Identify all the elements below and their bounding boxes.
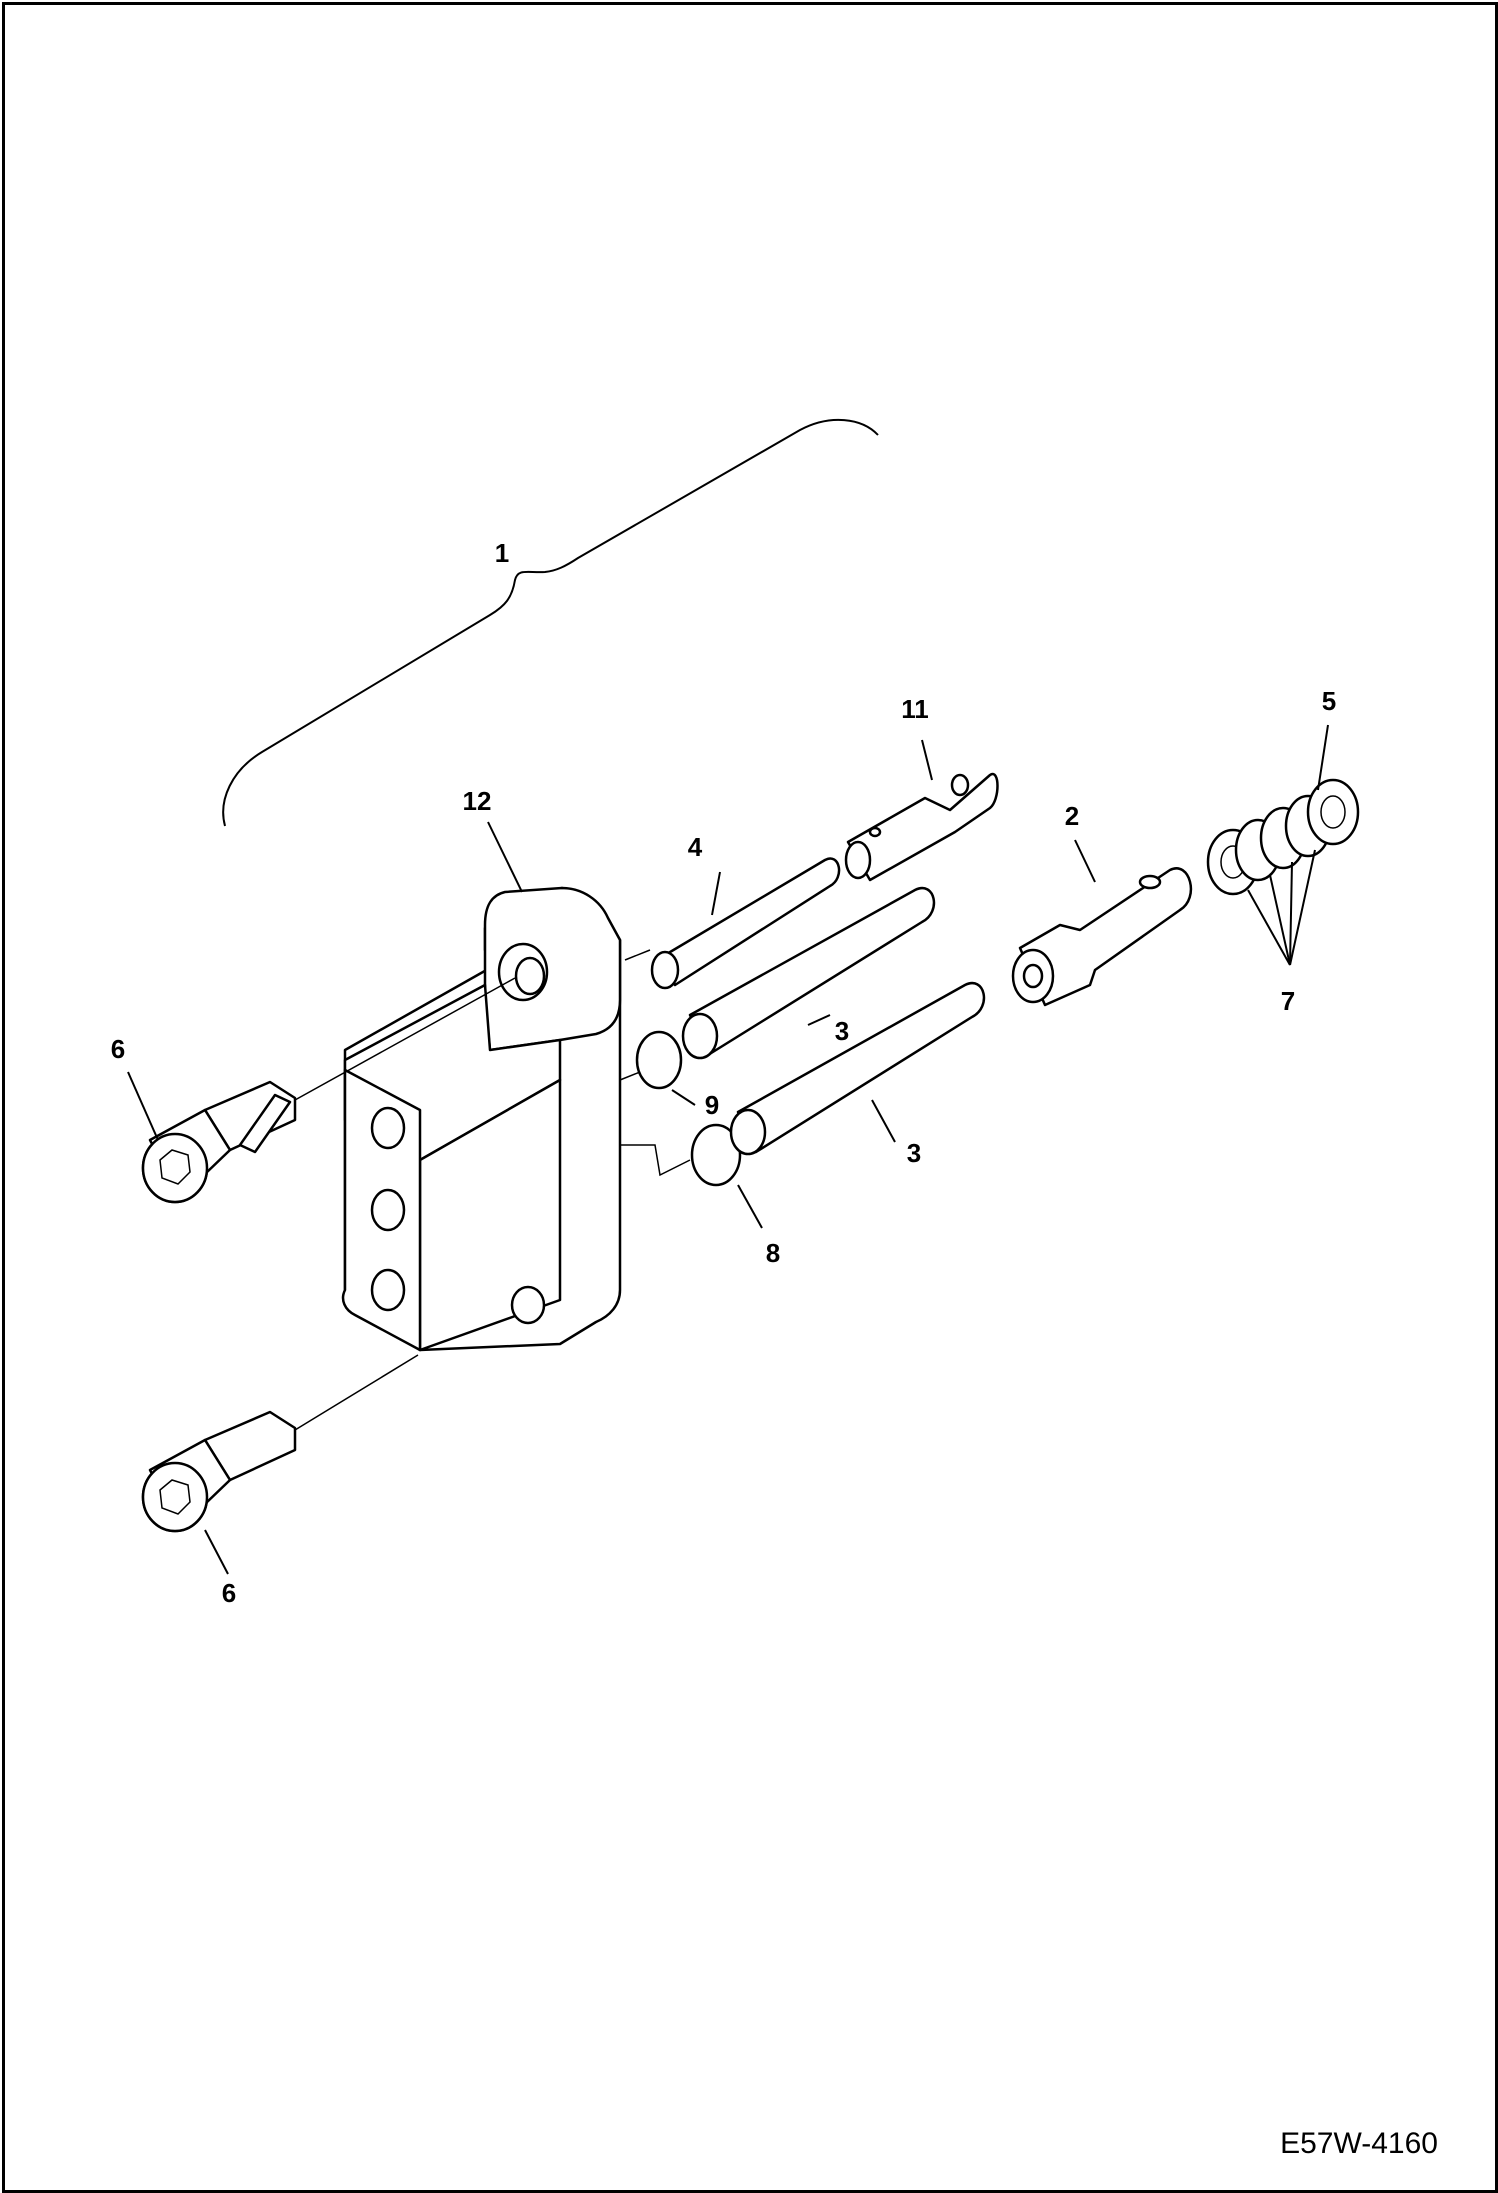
callout-3-upper: 3 xyxy=(835,1016,849,1046)
callout-3-lower: 3 xyxy=(907,1138,921,1168)
o-ring-8 xyxy=(690,1123,742,1187)
spool-2 xyxy=(1011,867,1193,1007)
callout-8: 8 xyxy=(766,1238,780,1268)
sleeve-3-lower xyxy=(729,981,986,1156)
callout-12: 12 xyxy=(463,786,492,816)
spool-11 xyxy=(844,772,999,882)
callout-1: 1 xyxy=(495,538,509,568)
callout-5: 5 xyxy=(1322,686,1336,716)
callout-4: 4 xyxy=(688,832,703,862)
o-ring-9 xyxy=(635,1030,683,1090)
cap-screw-lower xyxy=(141,1354,419,1533)
pin-4 xyxy=(650,857,841,990)
sleeve-3-upper xyxy=(681,886,936,1060)
callout-6-upper: 6 xyxy=(111,1034,125,1064)
spring-assembly xyxy=(1206,778,1360,896)
cap-screw-upper xyxy=(141,977,516,1204)
callout-6-lower: 6 xyxy=(222,1578,236,1608)
callout-7: 7 xyxy=(1281,986,1295,1016)
callout-9: 9 xyxy=(705,1090,719,1120)
diagram-reference-code: E57W-4160 xyxy=(1280,2127,1438,2160)
callout-2: 2 xyxy=(1065,801,1079,831)
valve-block xyxy=(341,886,691,1352)
callout-11: 11 xyxy=(901,694,929,724)
assembly-brace xyxy=(222,418,879,827)
